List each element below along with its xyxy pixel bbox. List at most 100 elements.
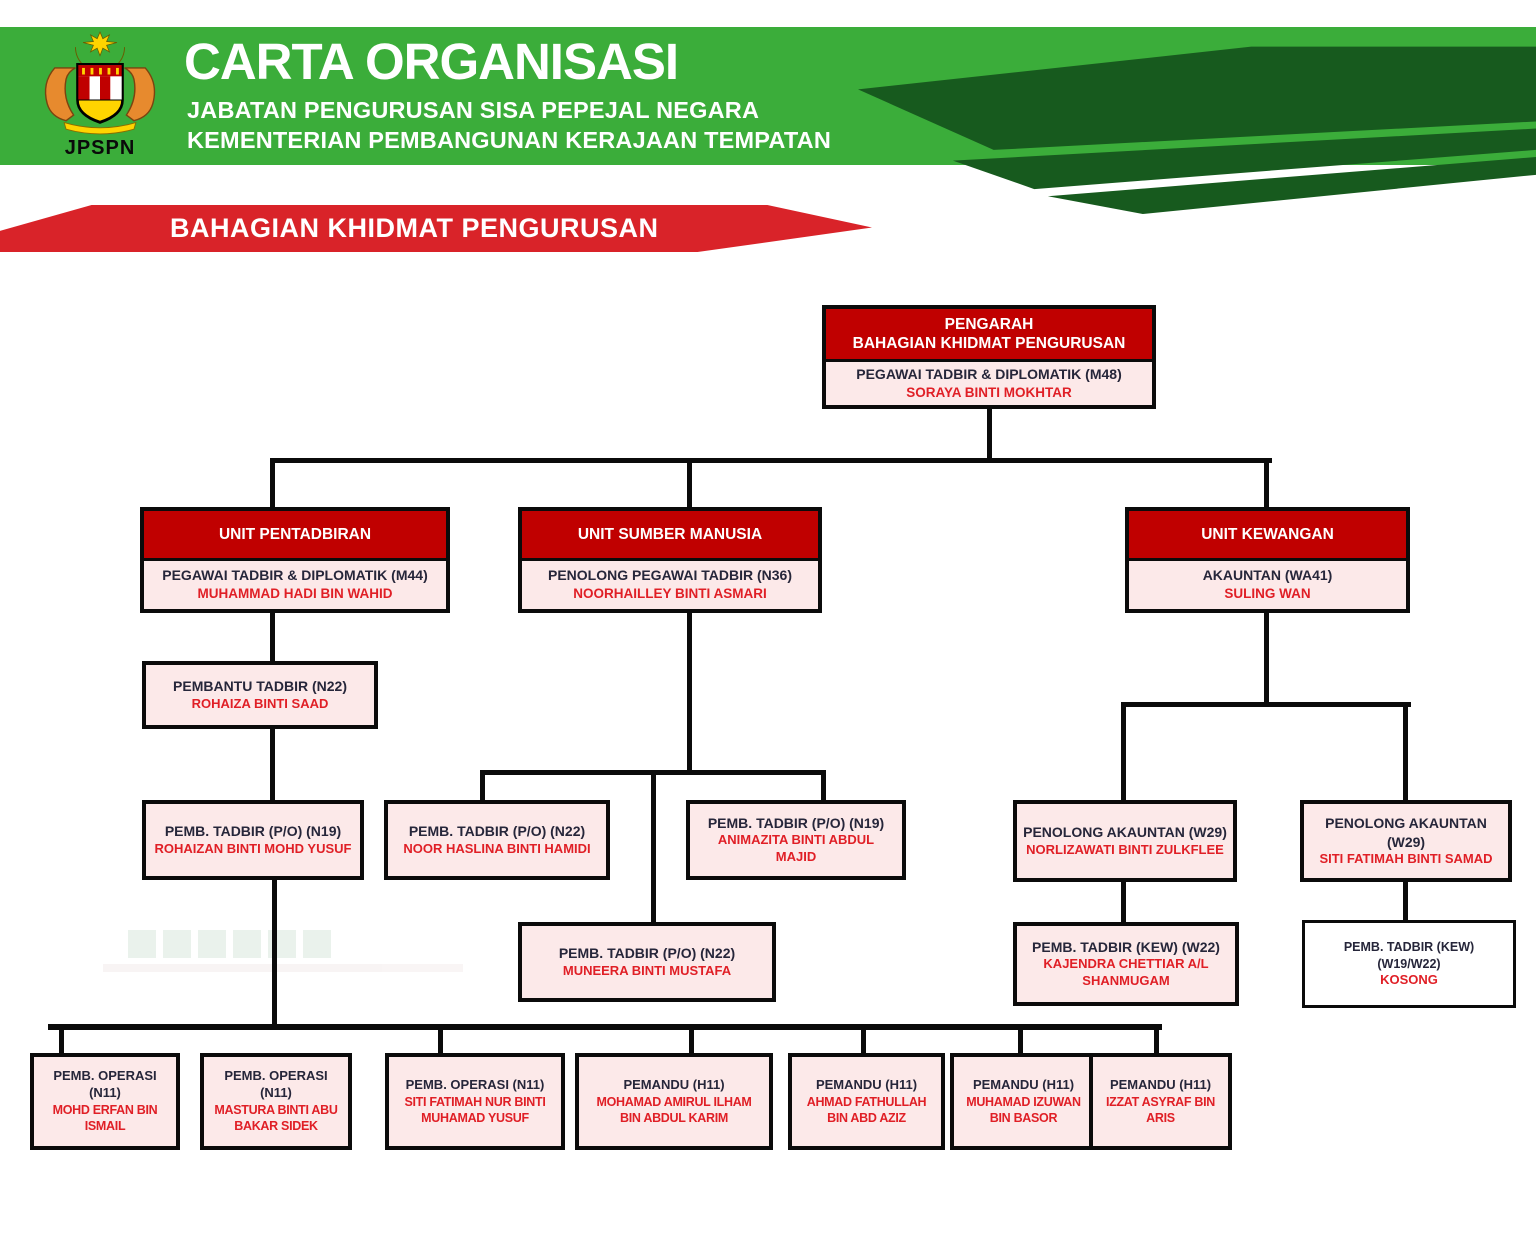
node-name: AHMAD FATHULLAH BIN ABD AZIZ [806, 1094, 927, 1125]
node-title: PEMB. OPERASI (N11) [53, 1068, 157, 1101]
node-title: PENOLONG AKAUNTAN (W29) [1325, 815, 1487, 850]
node-title: PENOLONG PEGAWAI TADBIR (N36) [548, 567, 792, 584]
node-title: PEMB. OPERASI (N11) [405, 1076, 545, 1092]
node-pemb-tadbir-po-n19-pentadbiran: PEMB. TADBIR (P/O) (N19) ROHAIZAN BINTI … [142, 800, 364, 880]
node-name: MOHD ERFAN BIN ISMAIL [52, 1103, 158, 1134]
node-name: SITI FATIMAH BINTI SAMAD [1319, 850, 1493, 866]
node-pemb-tadbir-po-n22-center: PEMB. TADBIR (P/O) (N22) MUNEERA BINTI M… [518, 922, 776, 1002]
node-title: PEMB. TADBIR (KEW) (W19/W22) [1343, 940, 1475, 971]
node-name: NOOR HASLINA BINTI HAMIDI [403, 840, 591, 856]
node-name: SITI FATIMAH NUR BINTI MUHAMAD YUSUF [404, 1094, 546, 1125]
node-pemb-tadbir-kew-1: PEMB. TADBIR (KEW) (W22) KAJENDRA CHETTI… [1013, 922, 1239, 1006]
node-title: PEGAWAI TADBIR & DIPLOMATIK (M44) [162, 567, 428, 584]
node-unit-kewangan: UNIT KEWANGAN AKAUNTAN (WA41) SULING WAN [1125, 507, 1410, 613]
node-name: SULING WAN [1224, 586, 1311, 602]
connector-line [1018, 1024, 1023, 1055]
connector-line [48, 1024, 1162, 1030]
node-pemandu-4: PEMANDU (H11) IZZAT ASYRAF BIN ARIS [1089, 1053, 1232, 1150]
node-name: ROHAIZA BINTI SAAD [191, 695, 329, 711]
node-pemb-operasi-1: PEMB. OPERASI (N11) MOHD ERFAN BIN ISMAI… [30, 1053, 180, 1150]
node-name: MUHAMMAD HADI BIN WAHID [197, 586, 393, 602]
node-title: PEMBANTU TADBIR (N22) [173, 678, 347, 695]
unit-header: UNIT PENTADBIRAN [144, 511, 446, 561]
ministry-name: KEMENTERIAN PEMBANGUNAN KERAJAAN TEMPATA… [187, 127, 832, 153]
node-pemb-operasi-3: PEMB. OPERASI (N11) SITI FATIMAH NUR BIN… [385, 1053, 565, 1150]
node-pemandu-1: PEMANDU (H11) MOHAMAD AMIRUL ILHAM BIN A… [575, 1053, 773, 1150]
logo-label: JPSPN [64, 137, 136, 159]
node-title: PEMB. TADBIR (KEW) (W22) [1032, 939, 1220, 956]
node-pemb-tadbir-po-n19-right: PEMB. TADBIR (P/O) (N19) ANIMAZITA BINTI… [686, 800, 906, 880]
node-name: KOSONG [1380, 971, 1438, 987]
watermark-ghost [8, 930, 568, 1005]
node-header-line1: PENGARAH [944, 315, 1034, 333]
node-title: AKAUNTAN (WA41) [1202, 567, 1333, 584]
node-title: PEMB. TADBIR (P/O) (N19) [164, 823, 342, 840]
connector-line [821, 770, 826, 802]
connector-line [861, 1024, 866, 1055]
node-header-line2: BAHAGIAN KHIDMAT PENGURUSAN [852, 335, 1126, 352]
node-title: PEMB. TADBIR (P/O) (N22) [558, 945, 736, 962]
node-name: ANIMAZITA BINTI ABDUL MAJID [717, 832, 875, 865]
connector-line [270, 458, 275, 509]
node-pemandu-3: PEMANDU (H11) MUHAMAD IZUWAN BIN BASOR [950, 1053, 1097, 1150]
connector-line [1403, 702, 1408, 802]
node-name: SORAYA BINTI MOKHTAR [906, 384, 1072, 400]
node-penolong-akauntan-1: PENOLONG AKAUNTAN (W29) NORLIZAWATI BINT… [1013, 800, 1237, 882]
node-title: PEMB. OPERASI (N11) [224, 1068, 328, 1101]
node-pengarah: PENGARAH BAHAGIAN KHIDMAT PENGURUSAN PEG… [822, 305, 1156, 409]
node-title: PEMANDU (H11) [623, 1076, 725, 1092]
node-name: MOHAMAD AMIRUL ILHAM BIN ABDUL KARIM [596, 1094, 752, 1125]
connector-line [687, 611, 692, 772]
node-name: IZZAT ASYRAF BIN ARIS [1105, 1094, 1216, 1125]
header-swoosh-decoration [858, 36, 1536, 214]
connector-line [987, 408, 992, 460]
node-title: PEMB. TADBIR (P/O) (N22) [408, 823, 586, 840]
unit-header: UNIT SUMBER MANUSIA [522, 511, 818, 561]
coat-of-arms-icon [44, 31, 156, 135]
connector-line [270, 727, 275, 802]
node-name: MUNEERA BINTI MUSTAFA [562, 962, 732, 978]
connector-line [480, 770, 485, 802]
node-penolong-akauntan-2: PENOLONG AKAUNTAN (W29) SITI FATIMAH BIN… [1300, 800, 1512, 882]
node-title: PEMB. TADBIR (P/O) (N19) [707, 815, 885, 832]
node-title: PEMANDU (H11) [1109, 1076, 1212, 1092]
section-title: BAHAGIAN KHIDMAT PENGURUSAN [170, 213, 659, 243]
unit-header: UNIT KEWANGAN [1129, 511, 1406, 561]
page-title: CARTA ORGANISASI [184, 33, 679, 90]
connector-line [1121, 702, 1411, 707]
node-pemandu-2: PEMANDU (H11) AHMAD FATHULLAH BIN ABD AZ… [788, 1053, 945, 1150]
connector-line [1264, 458, 1269, 509]
jpspn-logo: JPSPN [30, 30, 170, 160]
node-title: PEGAWAI TADBIR & DIPLOMATIK (M48) [856, 365, 1122, 382]
connector-line [651, 770, 656, 924]
node-pembantu-tadbir-n22: PEMBANTU TADBIR (N22) ROHAIZA BINTI SAAD [142, 661, 378, 729]
connector-line [1264, 611, 1269, 706]
department-name: JABATAN PENGURUSAN SISA PEPEJAL NEGARA [187, 97, 760, 123]
connector-line [1154, 1024, 1159, 1055]
connector-line [1121, 702, 1126, 802]
connector-line [272, 876, 277, 1029]
connector-line [270, 458, 1272, 463]
node-name: NORLIZAWATI BINTI ZULKFLEE [1026, 841, 1224, 857]
connector-line [270, 611, 275, 663]
connector-line [1403, 878, 1408, 922]
node-name: KAJENDRA CHETTIAR A/L SHANMUGAM [1043, 956, 1209, 989]
connector-line [689, 1024, 694, 1055]
node-name: ROHAIZAN BINTI MOHD YUSUF [154, 840, 352, 856]
node-title: PEMANDU (H11) [972, 1076, 1075, 1092]
node-pemb-tadbir-kew-2-kosong: PEMB. TADBIR (KEW) (W19/W22) KOSONG [1302, 920, 1516, 1008]
node-name: NOORHAILLEY BINTI ASMARI [573, 586, 767, 602]
node-unit-pentadbiran: UNIT PENTADBIRAN PEGAWAI TADBIR & DIPLOM… [140, 507, 450, 613]
node-name: MASTURA BINTI ABU BAKAR SIDEK [214, 1103, 338, 1134]
node-pemb-tadbir-po-n22-left: PEMB. TADBIR (P/O) (N22) NOOR HASLINA BI… [384, 800, 610, 880]
node-title: PENOLONG AKAUNTAN (W29) [1023, 824, 1227, 841]
connector-line [1121, 878, 1126, 924]
connector-line [687, 458, 692, 509]
node-pemb-operasi-2: PEMB. OPERASI (N11) MASTURA BINTI ABU BA… [200, 1053, 352, 1150]
node-unit-sumber-manusia: UNIT SUMBER MANUSIA PENOLONG PEGAWAI TAD… [518, 507, 822, 613]
section-ribbon [0, 205, 872, 252]
node-title: PEMANDU (H11) [815, 1076, 918, 1092]
connector-line [59, 1024, 64, 1055]
node-name: MUHAMAD IZUWAN BIN BASOR [966, 1094, 1081, 1125]
